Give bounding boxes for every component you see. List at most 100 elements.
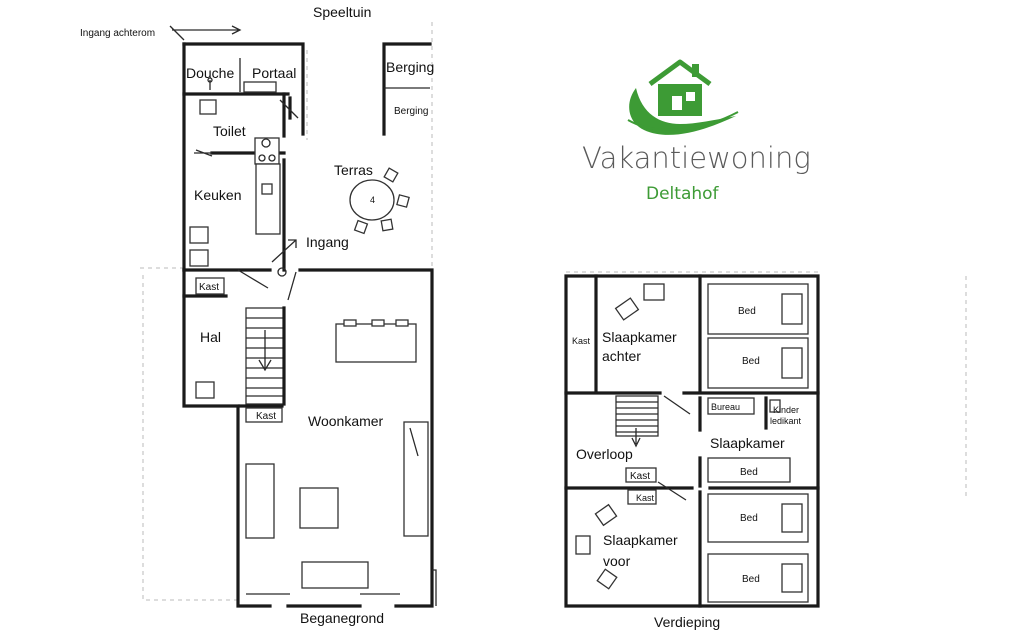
dining-table bbox=[335, 323, 417, 363]
sideboard bbox=[403, 421, 429, 537]
label-berging: Berging bbox=[386, 59, 434, 75]
bed-pillow bbox=[781, 503, 803, 533]
dining-chair bbox=[371, 319, 385, 327]
label-bed-2: Bed bbox=[742, 356, 760, 367]
kitchen-chair bbox=[189, 226, 209, 244]
label-slaapkamer-voor: Slaapkamer bbox=[603, 532, 678, 548]
garden-boundary-line bbox=[142, 275, 238, 601]
berging-wall bbox=[382, 42, 432, 136]
logo-swoosh bbox=[627, 111, 739, 131]
upper-outer-wall bbox=[564, 274, 820, 608]
voor-door bbox=[657, 481, 687, 501]
label-bed-1: Bed bbox=[738, 306, 756, 317]
label-ingang-achterom: Ingang achterom bbox=[80, 28, 155, 39]
dining-chair bbox=[395, 319, 409, 327]
terrace-chair bbox=[353, 219, 369, 235]
toilet-basin bbox=[199, 99, 217, 115]
upper-boundary-line bbox=[566, 271, 967, 500]
terrace-chair bbox=[396, 194, 410, 208]
entrance-door bbox=[237, 269, 297, 301]
sink-bowl bbox=[261, 138, 271, 148]
ground-floor-plan: 4 bbox=[140, 22, 437, 608]
terrace-chair bbox=[383, 167, 399, 183]
label-bed-5: Bed bbox=[742, 574, 760, 585]
upper-floor-plan bbox=[564, 271, 967, 608]
label-kast-hal: Kast bbox=[199, 282, 219, 293]
bedroom-chair bbox=[643, 283, 665, 301]
logo-window bbox=[686, 92, 695, 101]
upper-stair-arrow bbox=[631, 428, 641, 448]
overloop-kast bbox=[625, 467, 657, 483]
upper-stair-treads bbox=[616, 401, 658, 433]
label-slaapkamer-achter-2: achter bbox=[602, 348, 641, 364]
logo-window bbox=[672, 96, 682, 110]
annex-outer-wall bbox=[182, 42, 305, 136]
bedroom-chair bbox=[614, 297, 640, 321]
brand-title: Vakantiewoning bbox=[582, 141, 811, 175]
hal-kast bbox=[195, 277, 225, 295]
label-slaapkamer-achter: Slaapkamer bbox=[602, 329, 677, 345]
label-keuken: Keuken bbox=[194, 187, 241, 203]
brand-subtitle: Deltahof bbox=[646, 184, 720, 204]
tv-marker bbox=[409, 427, 419, 457]
rear-entry-arrow bbox=[172, 25, 242, 35]
logo-chimney bbox=[692, 64, 699, 77]
terrace-table bbox=[349, 179, 395, 221]
label-kast-small: Kast bbox=[636, 493, 655, 503]
label-slaapkamer: Slaapkamer bbox=[710, 435, 785, 451]
label-bed-3: Bed bbox=[740, 467, 758, 478]
house-outer-wall bbox=[182, 268, 362, 608]
label-ingang: Ingang bbox=[306, 234, 349, 250]
portaal-door bbox=[279, 99, 299, 119]
label-bureau: Bureau bbox=[711, 402, 740, 412]
upper-floor-caption: Verdieping bbox=[654, 614, 720, 630]
bed-pillow bbox=[781, 347, 803, 379]
label-ledikant: ledikant bbox=[770, 416, 802, 426]
bedroom-chair bbox=[594, 503, 618, 527]
stove-burner bbox=[258, 154, 266, 162]
label-kinder: Kinder bbox=[773, 405, 799, 415]
label-overloop: Overloop bbox=[576, 446, 633, 462]
sofa bbox=[245, 463, 275, 539]
terrace-table-marker: 4 bbox=[370, 195, 375, 205]
label-berging-small: Berging bbox=[394, 106, 428, 117]
house-outer-wall bbox=[182, 268, 434, 608]
kitchen-chair bbox=[189, 249, 209, 267]
logo-roof bbox=[648, 59, 712, 87]
label-terras: Terras bbox=[334, 162, 373, 178]
bed-pillow bbox=[781, 563, 803, 593]
kitchen-appliance bbox=[261, 183, 273, 195]
label-woonkamer: Woonkamer bbox=[308, 413, 384, 429]
bedroom-chair bbox=[596, 568, 618, 590]
label-bed-4: Bed bbox=[740, 513, 758, 524]
kitchen-sink bbox=[254, 137, 280, 165]
portaal-mat bbox=[243, 81, 277, 93]
label-kast-overloop: Kast bbox=[630, 471, 650, 482]
bedroom-chair bbox=[575, 535, 591, 555]
shower-drain bbox=[207, 77, 213, 83]
crib-post bbox=[769, 399, 781, 413]
dining-chair bbox=[343, 319, 357, 327]
hal-chair bbox=[195, 381, 215, 399]
stair-arrow bbox=[258, 330, 272, 372]
ground-floor-caption: Beganegrond bbox=[300, 610, 384, 626]
small-kast bbox=[627, 489, 657, 505]
kitchen-counter bbox=[255, 163, 281, 235]
label-kast-woon: Kast bbox=[256, 411, 276, 422]
woon-kast bbox=[245, 407, 283, 423]
toilet-door bbox=[194, 149, 213, 157]
label-douche: Douche bbox=[186, 65, 234, 81]
house-leaf-icon bbox=[627, 59, 739, 135]
slaapkamer-door bbox=[663, 395, 691, 415]
house-corner bbox=[432, 569, 437, 606]
terrace-chair bbox=[380, 218, 394, 232]
bureau-desk bbox=[707, 397, 755, 415]
stove-burner bbox=[268, 154, 276, 162]
bed-3 bbox=[707, 457, 791, 483]
sofa bbox=[301, 561, 369, 589]
label-kast-upper: Kast bbox=[572, 336, 591, 346]
upper-staircase bbox=[615, 395, 659, 437]
entrance-arrow bbox=[271, 239, 297, 263]
bed-pillow bbox=[781, 293, 803, 325]
